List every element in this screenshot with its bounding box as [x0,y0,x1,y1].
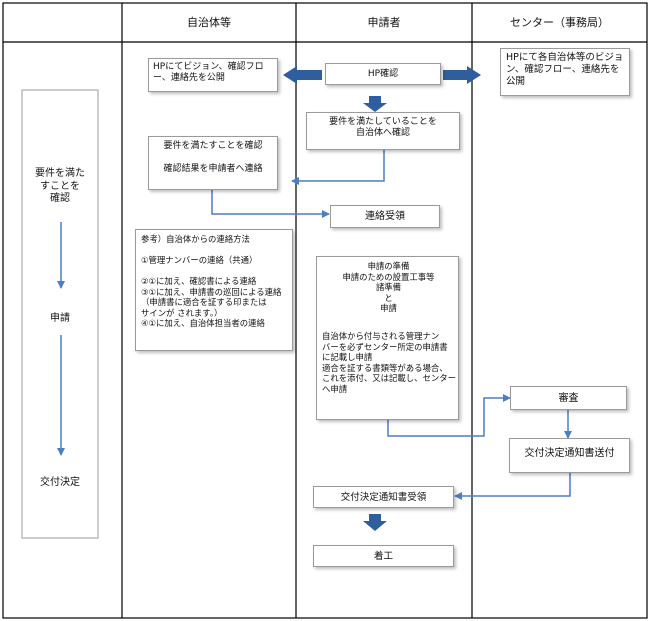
box-hp-check: HP確認 [325,63,441,85]
column-title-municipality: 自治体等 [187,16,231,29]
box-center-publish: HPにて各自治体等のビジョン、確認フロー、連絡先を公開 [500,48,630,96]
left-step-apply: 申請 [50,313,70,324]
box-muni-confirm: 要件を満たすことを確認 確認結果を申請者へ連絡 [148,136,278,190]
arrow-confirm-to-muni [291,150,385,185]
arrow-muni-to-received [211,190,330,218]
box-start-work: 着工 [313,545,454,567]
right-block-arrow [443,66,481,84]
down-block-arrow-2 [363,514,387,531]
arrow-apply-to-review [387,394,511,437]
box-review: 審査 [510,386,627,410]
box-muni-publish: HPにてビジョン、確認フロー、連絡先を公開 [148,58,278,92]
box-reference: 参考）自治体からの連絡方法 ①管理ナンバーの連絡（共通） ②①に加え、確認書によ… [135,229,293,351]
left-block-arrow [283,66,322,84]
column-title-center: センター（事務局） [510,16,609,29]
box-applicant-confirm: 要件を満たしていることを 自治体へ確認 [306,112,460,150]
box-grant-notice-receive: 交付決定通知書受領 [313,486,454,508]
box-application-prep: 申請の準備 申請のための設置工事等 諸準備 と 申請 自治体から付与される管理ナ… [316,256,459,420]
box-contact-received: 連絡受領 [330,205,440,228]
left-flow-box [21,89,99,539]
left-step-confirm: 要件を満た すことを 確認 [35,168,85,204]
down-block-arrow-1 [363,96,387,112]
prep-body: 自治体から付与される管理ナン バーを必ずセンター所定の申請書 に記載し申請 適合… [322,331,456,394]
left-step-grant: 交付決定 [40,477,80,488]
arrow-send-to-receive [454,473,571,500]
column-title-applicant: 申請者 [367,16,401,29]
box-grant-notice-send: 交付決定通知書送付 [509,438,630,473]
prep-title: 申請の準備 申請のための設置工事等 諸準備 と 申請 [342,261,435,313]
